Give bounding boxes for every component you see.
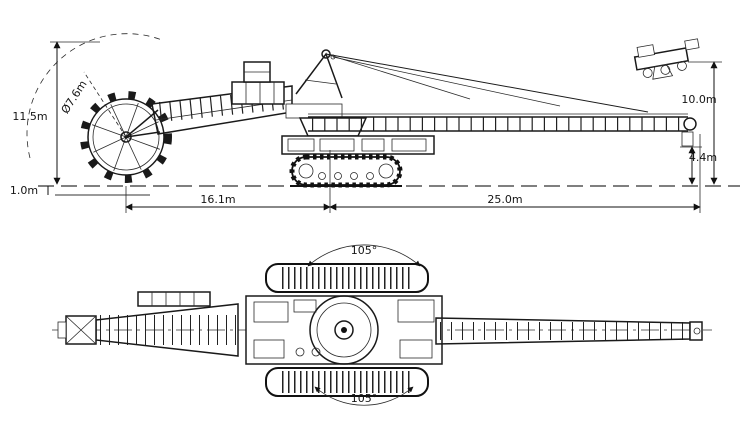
dim-height-label: 11.5m [12, 110, 47, 123]
dim-bench-label: 1.0m [10, 184, 38, 197]
crawler-tracks-plan [265, 263, 429, 397]
digging-envelope-arc [26, 33, 163, 159]
tip-chute [681, 131, 694, 147]
diameter-leader-line [83, 71, 127, 138]
dim-discharge-boom-label: 25.0m [487, 193, 522, 206]
stay-cable-mid [325, 53, 471, 100]
crawler-track-side [289, 154, 403, 188]
mast-and-cables [295, 49, 649, 113]
swing-angle-top-label: 105° [351, 244, 378, 257]
bucket-wheel-boom-plan [57, 291, 239, 357]
dim-wheel-diameter-label: Ø7.6m [59, 78, 90, 116]
swing-range-arcs: 105° 105° [307, 244, 421, 406]
machinery-deck [281, 135, 435, 155]
side-elevation-view: 11.5m Ø7.6m 1.0m 16.1m 25.0m 10.0m 4.4m [10, 33, 740, 213]
mast-pulley [321, 49, 331, 59]
dim-tip-height-label: 4.4m [689, 151, 717, 164]
slew-pedestal [298, 117, 368, 137]
swing-angle-bottom-label: 105° [351, 392, 378, 405]
stay-cable-short [332, 56, 561, 107]
discharge-car [633, 38, 700, 80]
stay-cable-long [325, 53, 649, 113]
superstructure [231, 61, 368, 137]
discharge-boom-side [308, 113, 697, 147]
feeder-structure-plan [137, 291, 211, 307]
swing-arc-bottom [314, 386, 414, 406]
slew-ring-outer [309, 295, 379, 365]
head-pulley [683, 117, 697, 131]
plan-view: 105° 105° [52, 244, 712, 406]
dimensions-side: 11.5m Ø7.6m 1.0m 16.1m 25.0m 10.0m 4.4m [10, 41, 722, 213]
bucket-wheel [80, 71, 172, 183]
machine-body-plan [245, 295, 443, 365]
head-pulley-plan [689, 321, 703, 341]
discharge-boom-plan [435, 317, 703, 345]
swing-arc-top [307, 244, 421, 267]
dim-wheel-to-slew-label: 16.1m [200, 193, 235, 206]
dim-discharge-height-label: 10.0m [681, 93, 716, 106]
